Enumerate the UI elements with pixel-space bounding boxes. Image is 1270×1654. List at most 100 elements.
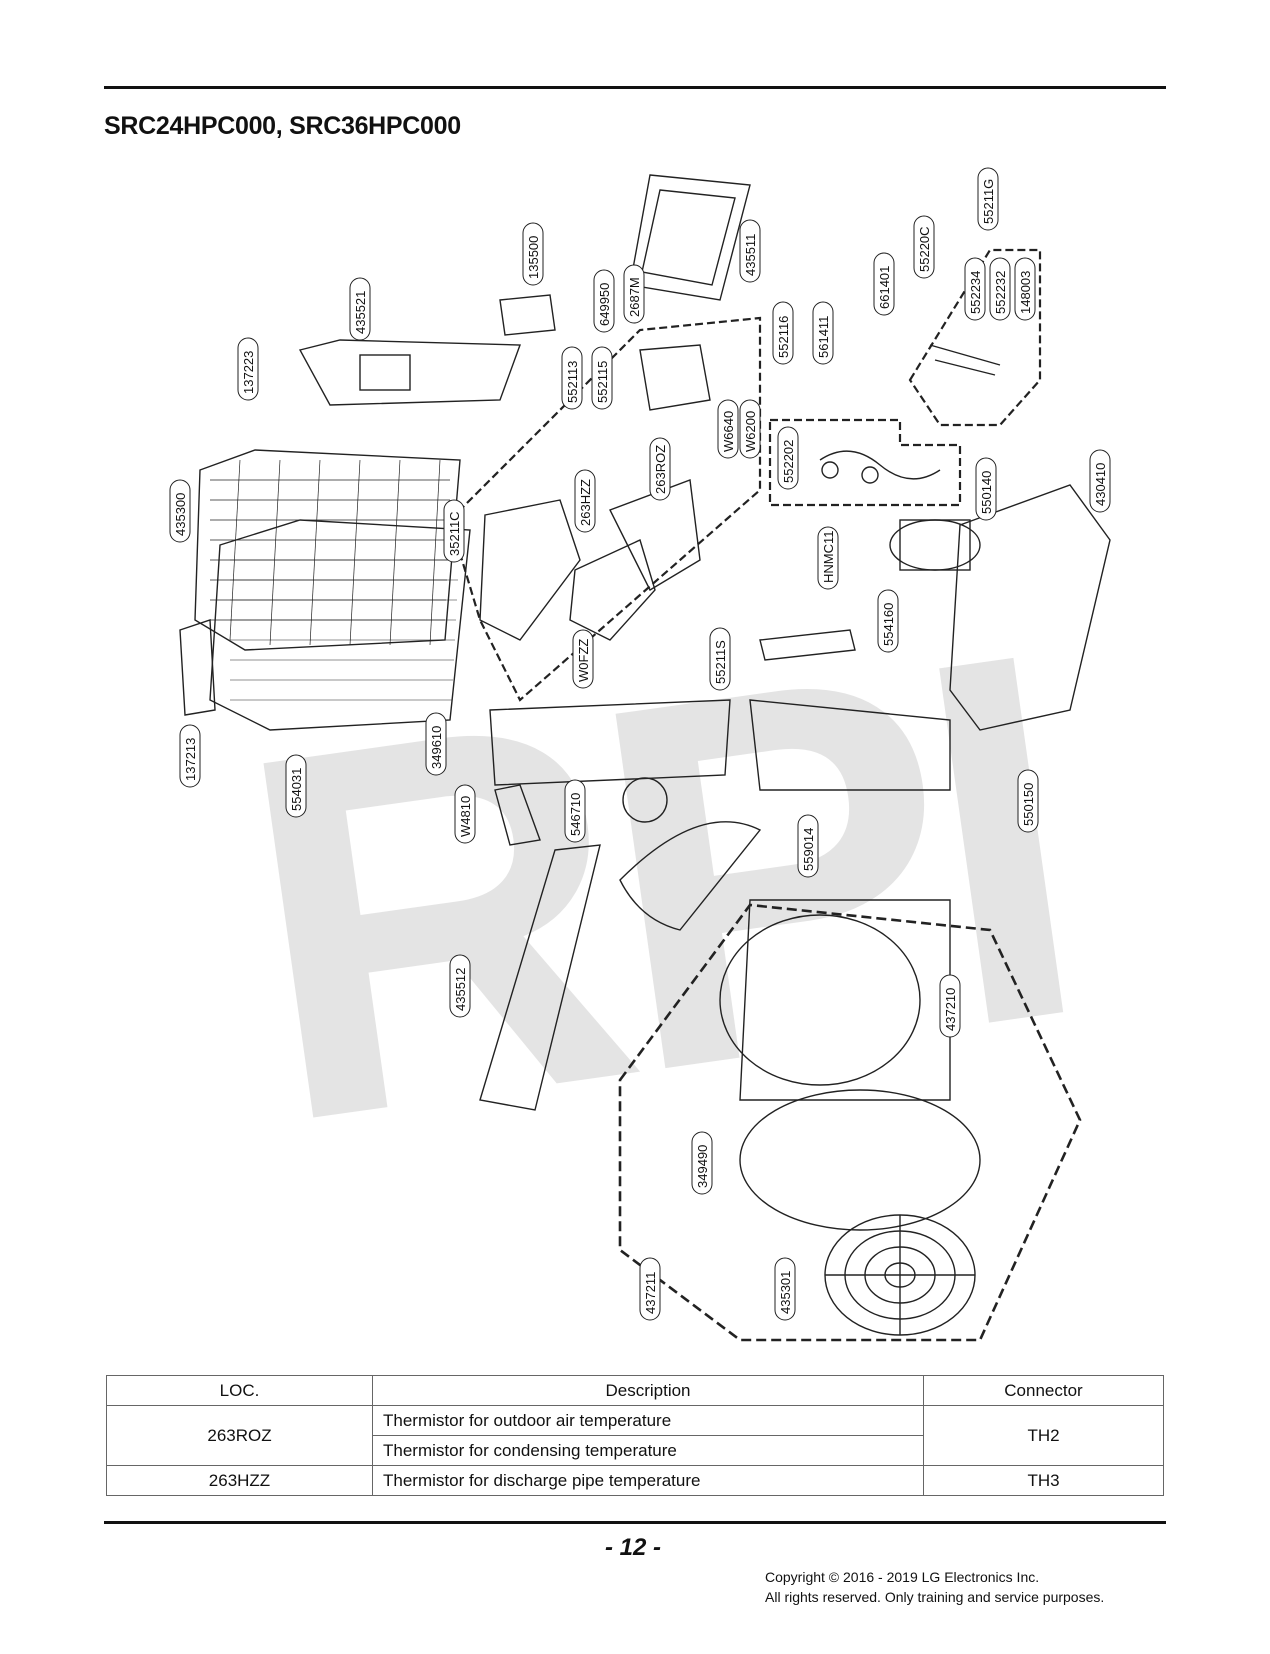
svg-text:435521: 435521 [353, 291, 368, 334]
callout-35211C: 35211C [443, 499, 465, 563]
header-description: Description [372, 1375, 924, 1406]
callout-552116: 552116 [772, 301, 794, 365]
svg-text:552234: 552234 [968, 271, 983, 314]
header-loc: LOC. [106, 1375, 373, 1406]
callout-263ROZ: 263ROZ [649, 437, 671, 501]
callout-55211S: 55211S [709, 627, 731, 691]
svg-text:437210: 437210 [943, 988, 958, 1031]
callout-552115: 552115 [591, 346, 613, 410]
svg-text:W0FZZ: W0FZZ [576, 639, 591, 682]
callout-349610: 349610 [425, 712, 447, 776]
callout-430410: 430410 [1089, 449, 1111, 513]
svg-text:435300: 435300 [173, 493, 188, 536]
svg-text:55211S: 55211S [713, 640, 728, 684]
svg-text:550150: 550150 [1021, 783, 1036, 826]
svg-text:552116: 552116 [776, 316, 791, 358]
callout-435521: 435521 [349, 277, 371, 341]
top-rule [104, 86, 1166, 89]
svg-text:137223: 137223 [241, 351, 256, 394]
svg-text:W6640: W6640 [721, 411, 736, 452]
callout-148003: 148003 [1014, 257, 1036, 321]
callout-546710: 546710 [564, 779, 586, 843]
callout-263HZZ: 263HZZ [574, 469, 596, 533]
svg-text:263HZZ: 263HZZ [578, 479, 593, 526]
callout-437210: 437210 [939, 974, 961, 1038]
callout-661401: 661401 [873, 252, 895, 316]
cell-description: Thermistor for discharge pipe temperatur… [372, 1465, 924, 1496]
svg-text:55220C: 55220C [917, 226, 932, 272]
callout-550150: 550150 [1017, 769, 1039, 833]
svg-text:263ROZ: 263ROZ [653, 445, 668, 494]
callout-435511: 435511 [739, 219, 761, 283]
svg-text:552113: 552113 [565, 361, 580, 403]
svg-text:2687M: 2687M [627, 277, 642, 317]
svg-text:554031: 554031 [289, 768, 304, 811]
callout-W4810: W4810 [454, 784, 476, 844]
callout-649950: 649950 [593, 269, 615, 333]
callout-137223: 137223 [237, 337, 259, 401]
callout-137213: 137213 [179, 724, 201, 788]
callout-349490: 349490 [691, 1131, 713, 1195]
page-title: SRC24HPC000, SRC36HPC000 [104, 112, 461, 140]
svg-text:349490: 349490 [695, 1145, 710, 1188]
svg-text:W4810: W4810 [458, 796, 473, 837]
callout-550140: 550140 [975, 457, 997, 521]
svg-text:550140: 550140 [979, 471, 994, 514]
rights-line: All rights reserved. Only training and s… [765, 1589, 1105, 1605]
table-row: 263ROZ Thermistor for outdoor air temper… [106, 1405, 1164, 1466]
callout-435300: 435300 [169, 479, 191, 543]
cell-description: Thermistor for outdoor air temperature [372, 1405, 924, 1436]
callout-W6200: W6200 [739, 399, 761, 459]
cell-connector: TH2 [923, 1405, 1164, 1466]
cell-description: Thermistor for condensing temperature [372, 1435, 924, 1466]
callout-435301: 435301 [774, 1257, 796, 1321]
cell-loc: 263ROZ [106, 1405, 373, 1466]
table-row: Thermistor for condensing temperature [107, 1435, 1164, 1466]
callout-561411: 561411 [812, 301, 834, 365]
svg-text:430410: 430410 [1093, 463, 1108, 506]
svg-text:649950: 649950 [597, 283, 612, 326]
cell-loc: 263HZZ [106, 1465, 373, 1496]
svg-text:661401: 661401 [877, 266, 892, 309]
callout-552202: 552202 [777, 426, 799, 490]
callout-135500: 135500 [522, 222, 544, 286]
table-row: 263HZZ Thermistor for discharge pipe tem… [106, 1465, 1164, 1496]
svg-text:552202: 552202 [781, 440, 796, 483]
thermistor-table: LOC. Description Connector 263ROZ Thermi… [106, 1375, 1164, 1496]
copyright-line: Copyright © 2016 - 2019 LG Electronics I… [765, 1569, 1040, 1585]
svg-text:55211G: 55211G [981, 179, 996, 224]
callout-435512: 435512 [449, 954, 471, 1018]
svg-text:35211C: 35211C [447, 511, 462, 556]
svg-text:552115: 552115 [595, 361, 610, 403]
callout-552234: 552234 [964, 257, 986, 321]
svg-text:552232: 552232 [993, 271, 1008, 314]
page-number: - 12 - [605, 1534, 662, 1561]
svg-text:148003: 148003 [1018, 271, 1033, 314]
callout-55211G: 55211G [977, 167, 999, 231]
svg-text:554160: 554160 [881, 603, 896, 646]
callout-559014: 559014 [797, 814, 819, 878]
table-header-row: LOC. Description Connector [106, 1375, 1164, 1406]
callout-W0FZZ: W0FZZ [572, 629, 594, 689]
callout-552232: 552232 [989, 257, 1011, 321]
svg-text:349610: 349610 [429, 726, 444, 769]
callout-554160: 554160 [877, 589, 899, 653]
callout-2687M: 2687M [623, 264, 645, 324]
svg-text:W6200: W6200 [743, 411, 758, 452]
svg-text:435512: 435512 [453, 968, 468, 1011]
svg-text:137213: 137213 [183, 738, 198, 781]
callout-55220C: 55220C [913, 215, 935, 279]
svg-text:546710: 546710 [568, 793, 583, 836]
svg-text:435301: 435301 [778, 1271, 793, 1314]
bottom-rule [104, 1521, 1166, 1524]
header-connector: Connector [923, 1375, 1164, 1406]
svg-text:437211: 437211 [643, 1272, 658, 1314]
svg-text:435511: 435511 [743, 234, 758, 276]
svg-text:HNMC11: HNMC11 [821, 531, 836, 584]
svg-text:561411: 561411 [816, 316, 831, 358]
callout-554031: 554031 [285, 754, 307, 818]
svg-text:559014: 559014 [801, 828, 816, 871]
callout-437211: 437211 [639, 1257, 661, 1321]
callout-552113: 552113 [561, 346, 583, 410]
